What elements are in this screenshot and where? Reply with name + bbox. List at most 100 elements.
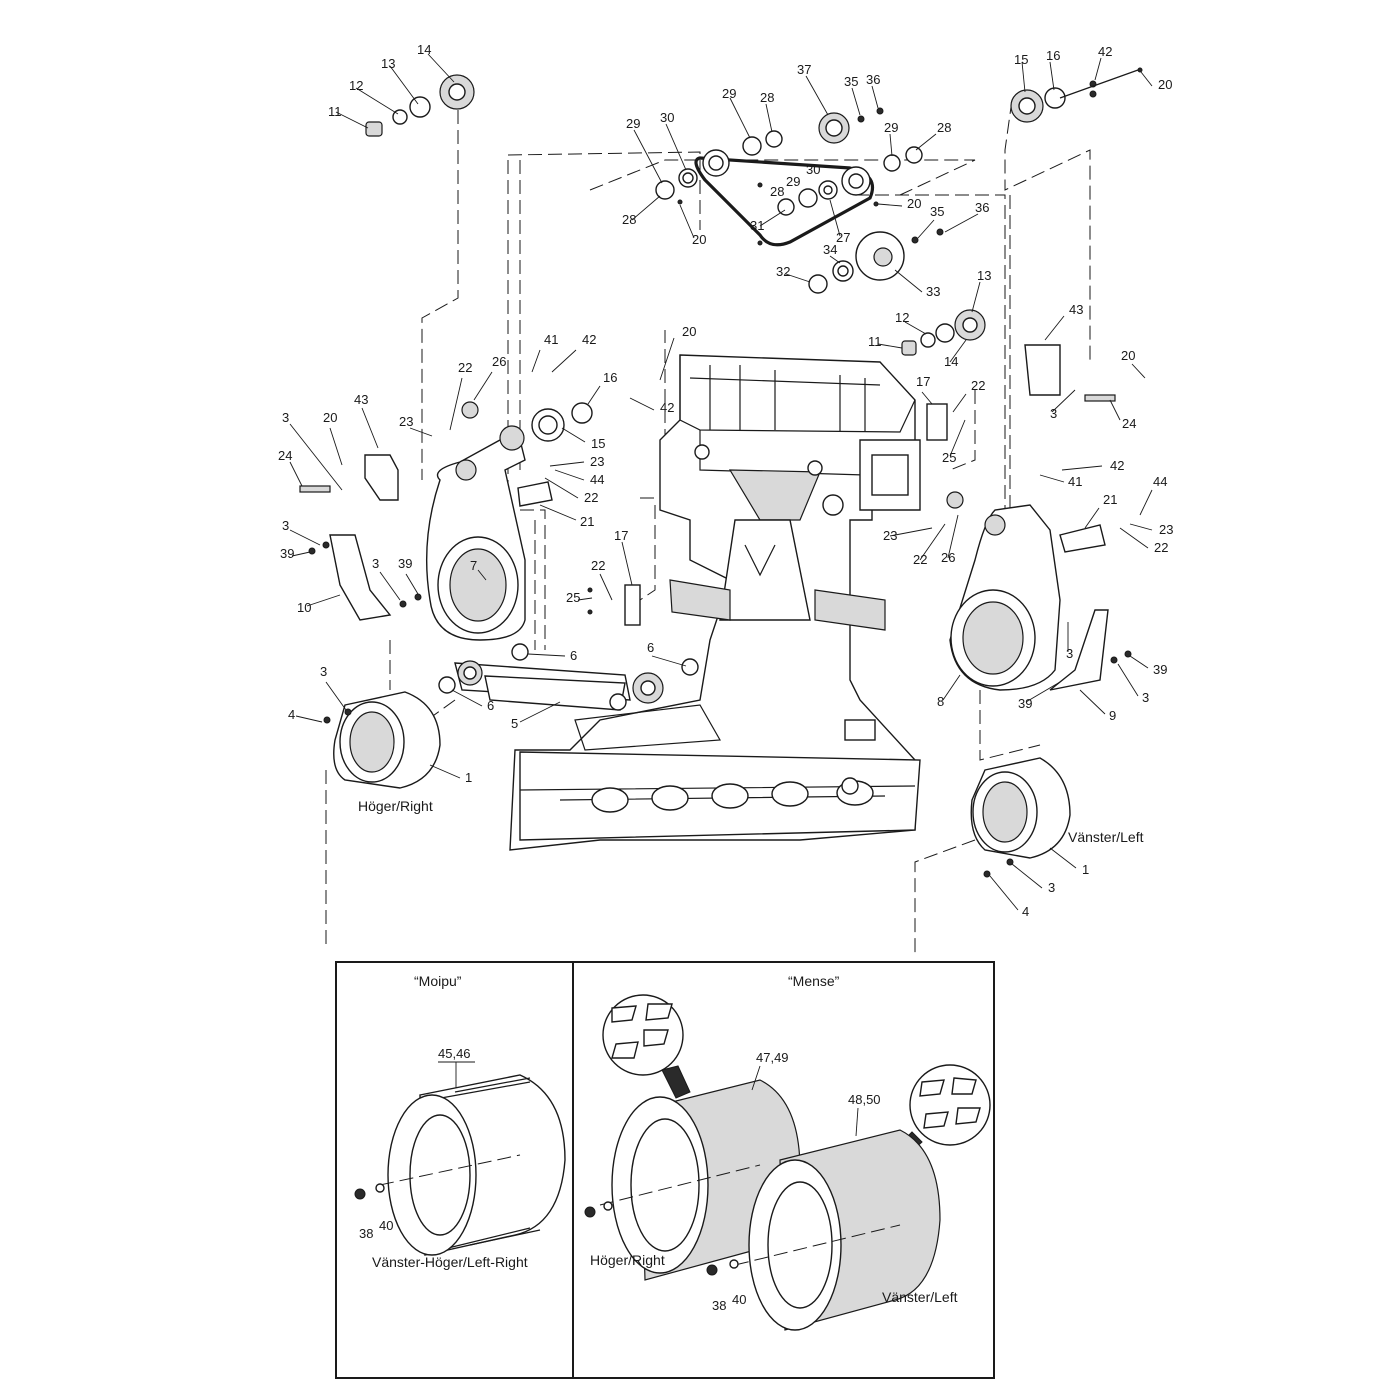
leader-lines: [289, 53, 1153, 911]
callout-37: 37: [797, 62, 811, 77]
callout-36: 36: [975, 200, 989, 215]
callout-28: 28: [760, 90, 774, 105]
callout-3: 3: [1048, 880, 1055, 895]
left-arm: [299, 401, 593, 641]
callout-8: 8: [937, 694, 944, 709]
callout-39: 39: [398, 556, 412, 571]
callout-5: 5: [511, 716, 518, 731]
callout-23: 23: [1159, 522, 1173, 537]
callout-20: 20: [1158, 77, 1172, 92]
callout-3: 3: [1050, 406, 1057, 421]
callout-11: 11: [328, 104, 342, 119]
moipu-washer: [375, 1183, 385, 1193]
callout-38: 38: [712, 1298, 726, 1313]
callout-22: 22: [971, 378, 985, 393]
callout-20: 20: [323, 410, 337, 425]
callout-1: 1: [465, 770, 472, 785]
moipu-wheel: [379, 1074, 566, 1256]
callout-20: 20: [907, 196, 921, 211]
callout-20: 20: [692, 232, 706, 247]
callout-12: 12: [895, 310, 909, 325]
callout-4: 4: [1022, 904, 1029, 919]
callout-7: 7: [470, 558, 477, 573]
hub-left-caption: Vänster/Left: [1068, 829, 1144, 845]
callout-42: 42: [660, 400, 674, 415]
callout-15: 15: [1014, 52, 1028, 67]
callout-22: 22: [458, 360, 472, 375]
callout-43: 43: [1069, 302, 1083, 317]
moipu-part-number: 45,46: [438, 1046, 471, 1061]
callout-3: 3: [1142, 690, 1149, 705]
callout-28: 28: [937, 120, 951, 135]
callout-29: 29: [626, 116, 640, 131]
callout-41: 41: [544, 332, 558, 347]
callout-20: 20: [682, 324, 696, 339]
moipu-caption: Vänster-Höger/Left-Right: [372, 1254, 528, 1270]
callout-28: 28: [622, 212, 636, 227]
callout-22: 22: [1154, 540, 1168, 555]
callout-3: 3: [1066, 646, 1073, 661]
callout-34: 34: [823, 242, 837, 257]
callout-36: 36: [866, 72, 880, 87]
callout-41: 41: [1068, 474, 1082, 489]
callout-33: 33: [926, 284, 940, 299]
callout-40: 40: [732, 1292, 746, 1307]
callout-24: 24: [278, 448, 292, 463]
bearing-stack-top-right: [1010, 67, 1143, 123]
callout-30: 30: [806, 162, 820, 177]
mense-right-caption: Höger/Right: [590, 1252, 665, 1268]
callout-9: 9: [1109, 708, 1116, 723]
callout-17: 17: [614, 528, 628, 543]
moipu-title: “Moipu”: [414, 973, 462, 989]
callout-39: 39: [1153, 662, 1167, 677]
mense-left-caption: Vänster/Left: [882, 1289, 958, 1305]
mense-right-nut: [584, 1206, 596, 1218]
callout-31: 31: [750, 218, 764, 233]
callout-16: 16: [1046, 48, 1060, 63]
mense-left-part-number: 48,50: [848, 1092, 881, 1107]
callout-26: 26: [941, 550, 955, 565]
callout-3: 3: [282, 410, 289, 425]
moipu-nut: [354, 1188, 366, 1200]
callout-42: 42: [1098, 44, 1112, 59]
mense-right-washer: [603, 1201, 613, 1211]
wheel-variants-panel: “Moipu” “Mense” 45,46 Vänster-Höger/Left…: [335, 961, 995, 1379]
callout-23: 23: [590, 454, 604, 469]
callout-10: 10: [297, 600, 311, 615]
callout-29: 29: [884, 120, 898, 135]
callout-35: 35: [844, 74, 858, 89]
callout-44: 44: [1153, 474, 1167, 489]
callout-21: 21: [1103, 492, 1117, 507]
hub-left-side: [970, 757, 1071, 878]
right-arm: [926, 344, 1132, 691]
callout-20: 20: [1121, 348, 1135, 363]
callout-22: 22: [591, 558, 605, 573]
callout-6: 6: [487, 698, 494, 713]
callout-44: 44: [590, 472, 604, 487]
callout-25: 25: [566, 590, 580, 605]
callout-29: 29: [722, 86, 736, 101]
callout-13: 13: [977, 268, 991, 283]
callout-4: 4: [288, 707, 295, 722]
callout-26: 26: [492, 354, 506, 369]
callout-11: 11: [868, 334, 882, 349]
callout-39: 39: [1018, 696, 1032, 711]
callout-6: 6: [647, 640, 654, 655]
callout-16: 16: [603, 370, 617, 385]
callout-21: 21: [580, 514, 594, 529]
mense-left-washer: [729, 1259, 739, 1269]
belt-drive-assembly: [655, 107, 944, 294]
callout-17: 17: [916, 374, 930, 389]
hub-right-caption: Höger/Right: [358, 798, 433, 814]
callout-27: 27: [836, 230, 850, 245]
callout-23: 23: [883, 528, 897, 543]
callout-42: 42: [1110, 458, 1124, 473]
callout-12: 12: [349, 78, 363, 93]
callout-14: 14: [417, 42, 431, 57]
callout-22: 22: [913, 552, 927, 567]
callout-35: 35: [930, 204, 944, 219]
callout-24: 24: [1122, 416, 1136, 431]
callout-15: 15: [591, 436, 605, 451]
